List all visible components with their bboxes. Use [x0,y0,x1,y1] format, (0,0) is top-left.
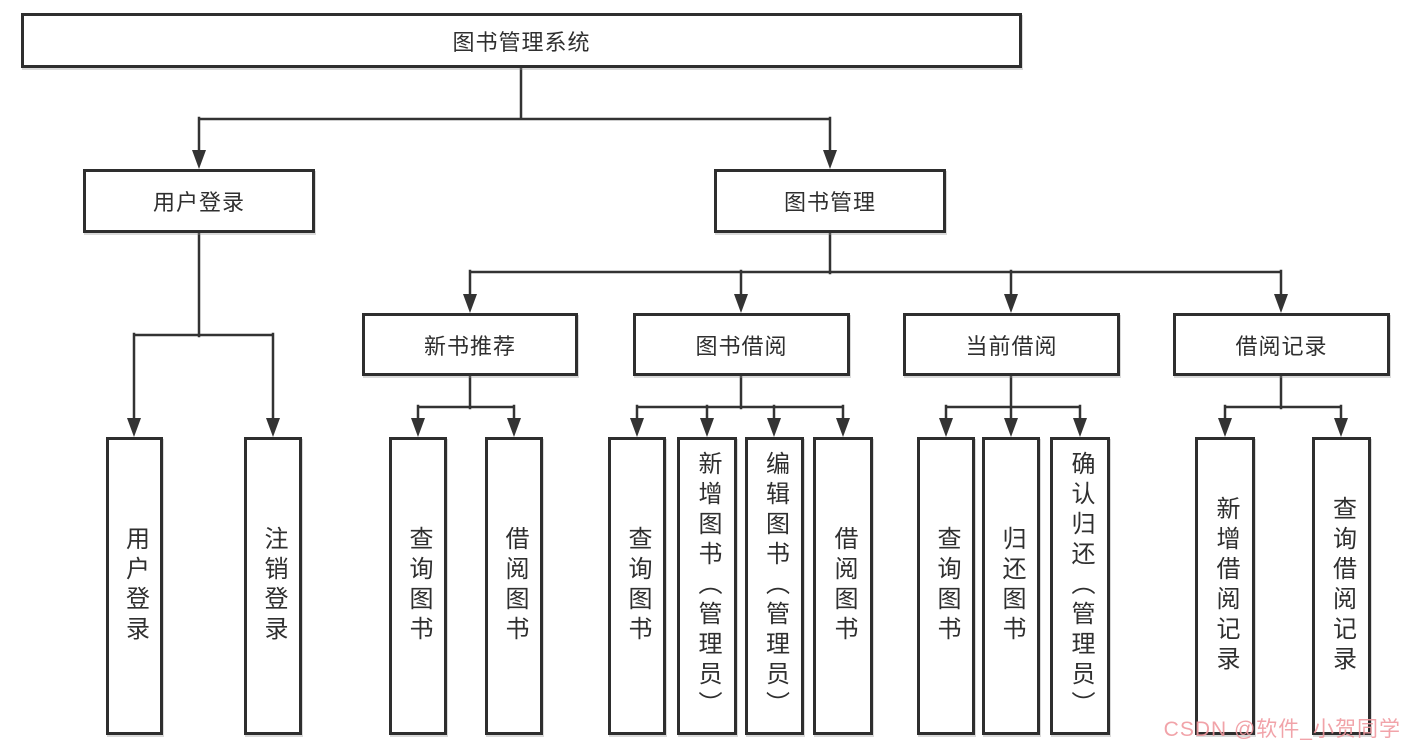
node-label: 查询图书 [933,526,960,646]
node-new-book-recommendation: 新书推荐 [362,313,578,376]
node-label: 归还图书 [998,526,1025,646]
node-label: 查询借阅记录 [1328,496,1356,676]
node-label: 查询图书 [624,526,651,646]
leaf-return-books: 归还图书 [982,437,1040,735]
node-label: 新书推荐 [423,333,516,359]
leaf-borrow-books-recommendation: 借阅图书 [485,437,543,735]
node-label: 新增图书（管理员） [694,451,721,721]
csdn-watermark: CSDN @软件_小贺同学 [1163,718,1401,741]
node-user-login: 用户登录 [83,169,315,233]
node-borrowing-records: 借阅记录 [1173,313,1390,376]
leaf-query-borrow-record: 查询借阅记录 [1312,437,1371,735]
node-label: 用户登录 [121,526,149,646]
node-library-management-system: 图书管理系统 [21,13,1022,68]
node-label: 注销登录 [260,526,287,646]
leaf-add-borrow-record: 新增借阅记录 [1195,437,1255,735]
leaf-edit-books-admin: 编辑图书（管理员） [745,437,804,735]
node-label: 图书管理 [783,190,876,215]
leaf-query-books-recommendation: 查询图书 [389,437,447,735]
leaf-confirm-return-admin: 确认归还（管理员） [1050,437,1110,735]
leaf-query-books-borrowing: 查询图书 [608,437,666,735]
leaf-logout: 注销登录 [244,437,302,735]
node-label: 图书借阅 [695,333,788,359]
node-label: 查询图书 [405,526,432,646]
node-label: 借阅记录 [1235,333,1328,359]
leaf-user-login: 用户登录 [106,437,163,735]
node-current-borrowing: 当前借阅 [903,313,1120,376]
leaf-borrow-books-borrowing: 借阅图书 [813,437,873,735]
node-label: 图书管理系统 [452,29,591,55]
node-label: 新增借阅记录 [1212,496,1239,676]
leaf-add-books-admin: 新增图书（管理员） [677,437,737,735]
tree-connector-lines [132,66,1343,423]
node-book-borrowing: 图书借阅 [633,313,850,376]
node-label: 确认归还（管理员） [1067,451,1094,721]
node-label: 借阅图书 [501,526,528,646]
node-label: 编辑图书（管理员） [761,451,789,721]
node-label: 当前借阅 [965,333,1058,359]
leaf-query-books-current: 查询图书 [917,437,975,735]
node-book-management: 图书管理 [714,169,946,233]
node-label: 用户登录 [152,190,245,215]
node-label: 借阅图书 [830,526,857,646]
